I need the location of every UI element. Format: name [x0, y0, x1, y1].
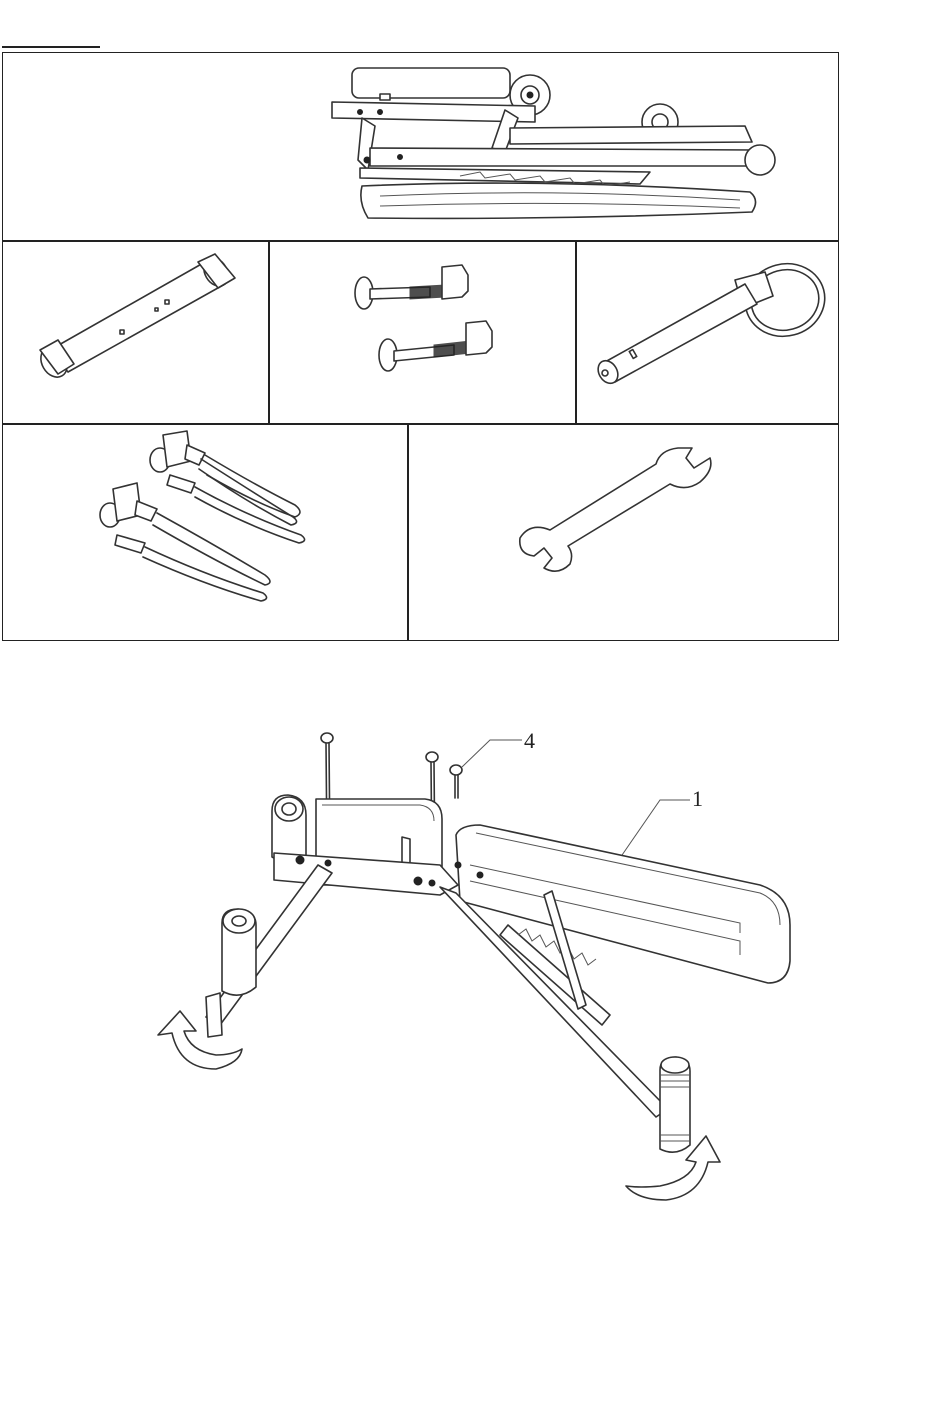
- callout-4: 4: [524, 728, 535, 753]
- callout-1: 1: [692, 786, 703, 811]
